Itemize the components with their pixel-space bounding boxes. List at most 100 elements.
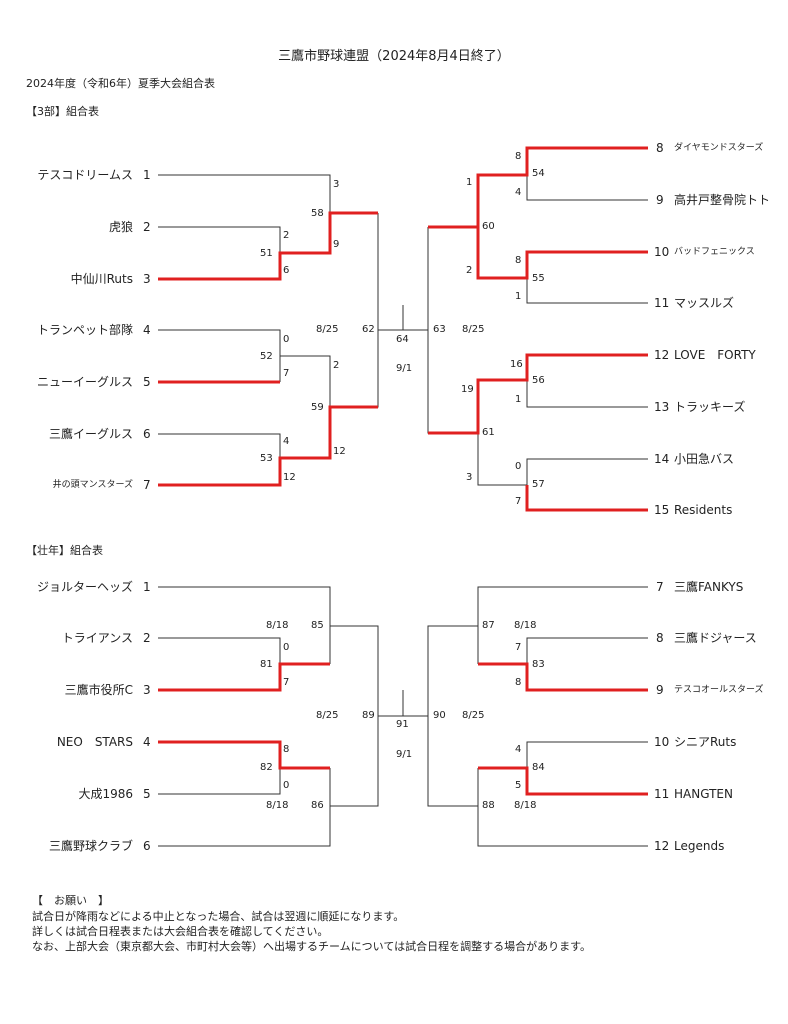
red-d3-t15: [525, 485, 648, 512]
match-number: 53: [260, 453, 273, 464]
line-d3-m52: [280, 355, 331, 407]
score-label: 19: [461, 384, 474, 395]
team-number: 3: [143, 683, 151, 697]
line-s-t8: [526, 637, 648, 690]
team-number: 2: [143, 631, 151, 645]
score-label: 4: [283, 436, 290, 447]
notes-line: 試合日が降雨などによる中止となった場合、試合は翌週に順延になります。: [32, 910, 405, 923]
score-label: 1: [515, 291, 522, 302]
match-number: 59: [311, 402, 324, 413]
red-d3-t7: [158, 405, 378, 487]
match-number: 89: [362, 710, 375, 721]
score-label: 12: [283, 472, 296, 483]
score-label: 7: [283, 368, 290, 379]
match-number: 88: [482, 800, 495, 811]
match-number: 90: [433, 710, 446, 721]
score-label: 7: [515, 642, 522, 653]
notes-line: なお、上部大会（東京都大会、市町村大会等）へ出場するチームについては試合日程を調…: [32, 940, 592, 953]
team-number: 15: [654, 503, 670, 517]
team-name: トラッキーズ: [674, 400, 746, 414]
score-label: 8: [515, 255, 522, 266]
div3-heading: 【3部】組合表: [26, 105, 99, 118]
line-s-t5: [158, 768, 281, 795]
match-number: 60: [482, 221, 495, 232]
team-number: 11: [654, 296, 670, 310]
match-number: 56: [532, 375, 545, 386]
team-name: 小田急バス: [674, 452, 735, 466]
team-number: 9: [656, 683, 664, 697]
team-name: 中仙川Ruts: [70, 272, 133, 286]
red-d3-t3: [158, 211, 378, 281]
line-d3-t4: [158, 329, 281, 382]
line-d3-t9: [526, 148, 648, 201]
line-d3-t6: [158, 433, 281, 458]
match-date: 8/25: [462, 710, 485, 721]
score-label: 5: [515, 780, 522, 791]
team-name: ジョルターヘッズ: [36, 580, 133, 594]
score-label: 2: [333, 360, 340, 371]
notes-line: 詳しくは試合日程表または大会組合表を確認してください。: [32, 925, 329, 938]
team-number: 7: [656, 580, 664, 594]
page-title: 三鷹市野球連盟（2024年8月4日終了）: [278, 49, 510, 64]
team-name: HANGTEN: [674, 787, 733, 801]
team-name: Residents: [674, 503, 733, 517]
team-name: ダイヤモンドスターズ: [674, 143, 764, 153]
line-s-t6: [158, 768, 331, 847]
team-name: 三鷹野球クラブ: [48, 839, 133, 853]
match-number: 55: [532, 273, 545, 284]
match-number: 86: [311, 800, 324, 811]
team-number: 9: [656, 193, 664, 207]
score-label: 2: [283, 230, 290, 241]
score-label: 0: [515, 461, 522, 472]
team-name: Legends: [674, 839, 725, 853]
team-name: トランペット部隊: [36, 323, 133, 337]
tournament-subtitle: 2024年度（令和6年）夏季大会組合表: [26, 77, 215, 90]
team-name: NEO STARS: [56, 735, 133, 749]
match-number: 81: [260, 659, 273, 670]
score-label: 0: [283, 780, 290, 791]
match-date: 8/25: [316, 710, 339, 721]
team-number: 7: [143, 478, 151, 492]
team-number: 4: [143, 323, 151, 337]
team-number: 13: [654, 400, 670, 414]
match-number: 58: [311, 208, 324, 219]
final-match-number: 91: [396, 719, 409, 730]
team-name: 三鷹市役所C: [64, 683, 133, 697]
score-label: 7: [283, 677, 290, 688]
team-number: 11: [654, 787, 670, 801]
team-name: トライアンス: [61, 631, 133, 645]
match-date: 8/25: [462, 324, 485, 335]
team-name: 虎狼: [108, 220, 133, 234]
match-number: 63: [433, 324, 446, 335]
score-label: 2: [466, 265, 473, 276]
line-d3-t11: [526, 252, 648, 304]
score-label: 4: [515, 187, 522, 198]
score-label: 0: [283, 642, 290, 653]
line-s-t10: [526, 741, 648, 794]
team-name: LOVE FORTY: [674, 348, 756, 362]
red-s-t3: [158, 662, 330, 692]
team-number: 5: [143, 375, 151, 389]
team-number: 8: [656, 631, 664, 645]
team-name: バッドフェニックス: [674, 247, 755, 257]
score-label: 0: [283, 334, 290, 345]
team-number: 6: [143, 427, 151, 441]
red-s-t4: [158, 740, 330, 770]
match-number: 51: [260, 248, 273, 259]
match-number: 54: [532, 168, 545, 179]
score-label: 1: [515, 394, 522, 405]
match-number: 84: [532, 762, 545, 773]
match-number: 52: [260, 351, 273, 362]
team-number: 5: [143, 787, 151, 801]
red-s-t11: [478, 766, 648, 796]
match-number: 83: [532, 659, 545, 670]
team-name: 三鷹イーグルス: [48, 427, 133, 441]
score-label: 4: [515, 744, 522, 755]
red-d3-t8-t10: [476, 146, 648, 280]
match-number: 82: [260, 762, 273, 773]
match-date: 8/18: [266, 800, 289, 811]
score-label: 8: [515, 151, 522, 162]
match-number: 87: [482, 620, 495, 631]
score-label: 6: [283, 265, 290, 276]
